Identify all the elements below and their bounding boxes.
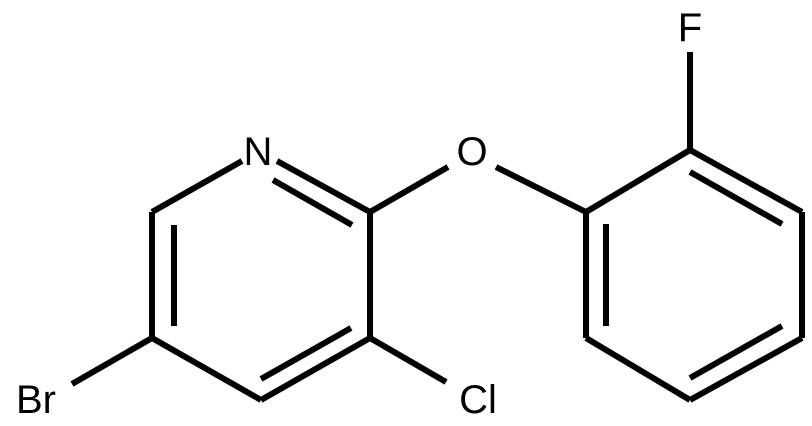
bonds bbox=[70, 52, 805, 403]
atom-label-n: N bbox=[244, 130, 273, 174]
bond-c6-n bbox=[150, 158, 244, 215]
bond-c3-c4-inner bbox=[259, 325, 353, 382]
bond-n-c2-inner bbox=[271, 177, 354, 228]
bond-c3-cl bbox=[368, 335, 448, 385]
bond-c2p-c3p-inner bbox=[688, 169, 784, 227]
bond-c4p-c5p-inner bbox=[688, 323, 784, 381]
atom-labels: N O F Br Cl bbox=[16, 6, 702, 422]
atom-label-f: F bbox=[678, 6, 702, 50]
bond-c2-o bbox=[368, 164, 450, 215]
bond-c4-c5 bbox=[150, 335, 263, 403]
bond-c4p-c5p bbox=[688, 335, 804, 403]
bond-c2p-c3p bbox=[688, 147, 804, 215]
bond-c1p-c2p bbox=[584, 147, 692, 215]
bond-c5p-c6p bbox=[584, 335, 692, 403]
bond-n-c2 bbox=[275, 158, 372, 215]
atom-label-br: Br bbox=[16, 378, 56, 422]
bond-c3-c4 bbox=[259, 335, 372, 403]
bond-c5-br bbox=[70, 335, 154, 387]
atom-label-cl: Cl bbox=[459, 378, 497, 422]
atom-label-o: O bbox=[456, 130, 487, 174]
bond-o-c1p bbox=[494, 164, 588, 215]
